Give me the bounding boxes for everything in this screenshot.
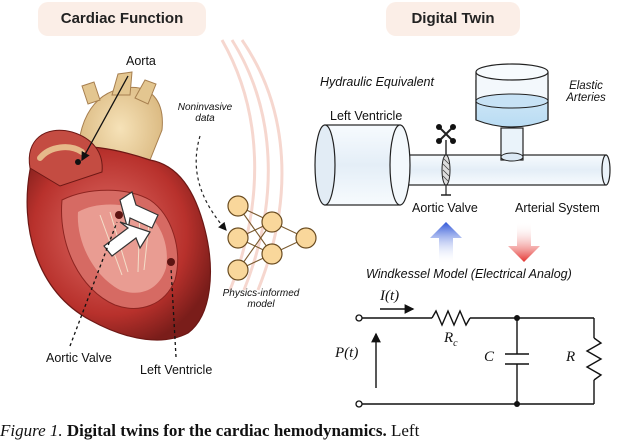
arterial-system-label: Arterial System — [515, 201, 600, 215]
elastic-line2: Arteries — [566, 92, 606, 104]
aortic-valve-label: Aortic Valve — [46, 351, 112, 365]
noninvasive-data-arrow — [195, 135, 227, 231]
hydraulic-equivalent-title: Hydraulic Equivalent — [320, 75, 434, 89]
elastic-line1: Elastic — [569, 80, 603, 92]
nn-node — [227, 195, 249, 217]
physics-model-line2: model — [247, 299, 275, 310]
circuit-nodes — [355, 314, 520, 408]
aorta-label: Aorta — [126, 54, 156, 68]
left-ventricle-label: Left Ventricle — [140, 363, 213, 377]
rc-label: Rc — [444, 330, 458, 349]
hydraulic-left-ventricle-label: Left Ventricle — [330, 109, 403, 123]
caption-figure-number: Figure 1. — [0, 421, 63, 440]
physics-model-line1: Physics-informed — [222, 288, 300, 299]
nn-node — [261, 243, 283, 265]
noninvasive-line1: Noninvasive — [177, 102, 233, 113]
digital-twin-header: Digital Twin — [386, 2, 520, 36]
arrow-down-icon — [508, 222, 540, 262]
heart-illustration — [26, 71, 211, 341]
caption-rest: Left — [390, 421, 420, 440]
nn-node — [227, 227, 249, 249]
nn-node — [261, 211, 283, 233]
windkessel-title: Windkessel Model (Electrical Analog) — [366, 267, 572, 281]
cardiac-function-header: Cardiac Function — [38, 2, 206, 36]
hydraulic-diagram — [314, 63, 611, 206]
nn-node — [295, 227, 317, 249]
arrow-up-icon — [430, 222, 462, 264]
elastic-arteries-label: Elastic Arteries — [558, 80, 614, 104]
resistor-label: R — [566, 349, 576, 365]
figure-caption: Figure 1. Digital twins for the cardiac … — [0, 421, 640, 440]
pressure-label: P(t) — [335, 345, 359, 361]
windkessel-circuit — [361, 304, 603, 405]
current-label: I(t) — [380, 288, 400, 304]
noninvasive-data-label: Noninvasive data — [170, 102, 240, 124]
neural-network-icon — [227, 195, 317, 281]
rc-main: R — [444, 330, 454, 346]
caption-bold-title: Digital twins for the cardiac hemodynami… — [66, 421, 387, 440]
physics-model-label: Physics-informed model — [216, 288, 306, 310]
rc-sub: c — [453, 338, 458, 349]
nn-node — [227, 259, 249, 281]
hydraulic-aortic-valve-label: Aortic Valve — [412, 201, 478, 215]
heart-pointer-lines — [69, 75, 177, 358]
noninvasive-line2: data — [195, 113, 215, 124]
capacitor-label: C — [484, 349, 495, 365]
